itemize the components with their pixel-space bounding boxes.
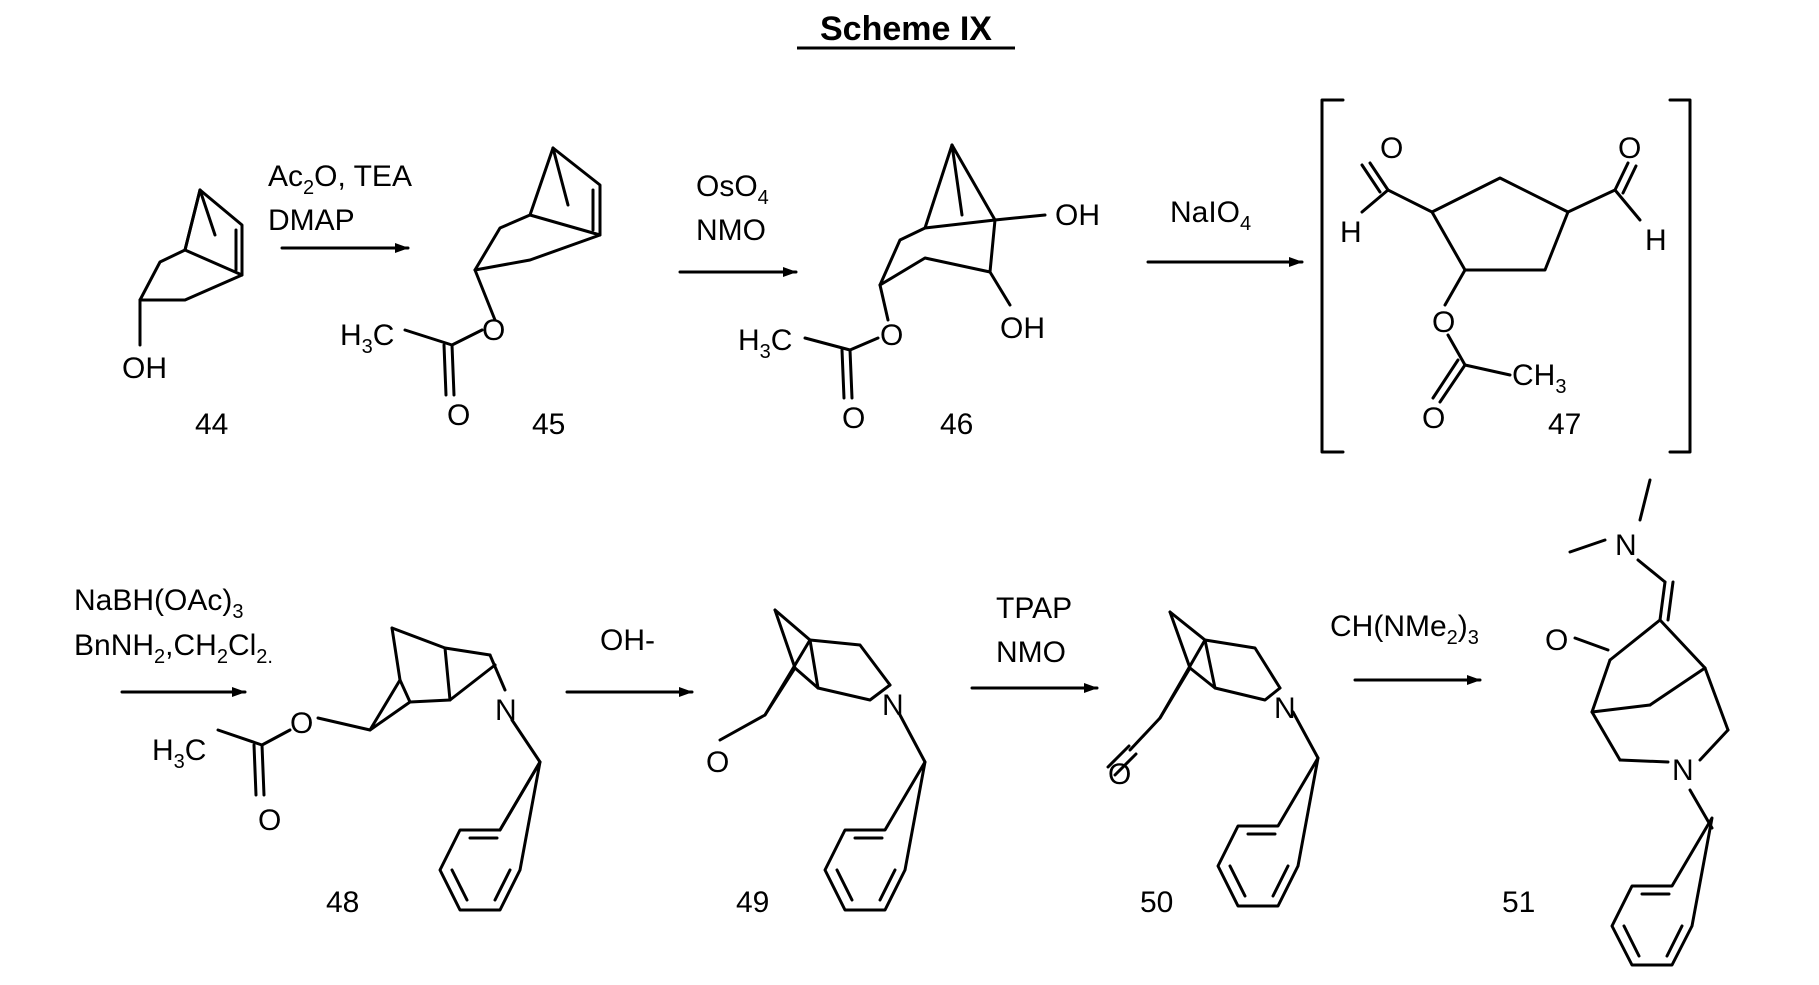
c48-o-carbonyl: O: [258, 804, 281, 837]
c48-n: N: [495, 694, 517, 727]
reagent-2-line2: NMO: [696, 214, 766, 247]
c50-n: N: [1274, 692, 1296, 725]
c46-o-carbonyl: O: [842, 402, 865, 435]
c47-h-right: H: [1645, 224, 1667, 257]
c45-o-carbonyl: O: [447, 399, 470, 432]
c47-o-right: O: [1618, 132, 1641, 165]
c47-o-carbonyl: O: [1422, 402, 1445, 435]
c46-oh-bottom: OH: [1000, 312, 1045, 345]
compound-46-structure: [805, 145, 1045, 398]
compound-label-44: 44: [195, 408, 228, 441]
c44-oh-label: OH: [122, 352, 167, 385]
c49-n: N: [882, 689, 904, 722]
reagent-4-line2: BnNH2,CH2Cl2.: [74, 629, 273, 668]
compound-45-structure: [405, 148, 600, 395]
reagent-6-line2: NMO: [996, 636, 1066, 669]
c48-o-ester: O: [290, 707, 313, 740]
compound-48-structure: [218, 628, 540, 910]
compound-51-structure: [1570, 480, 1728, 965]
c51-o: O: [1545, 624, 1568, 657]
compound-50-structure: [1108, 612, 1318, 906]
reagent-1-line1: Ac2O, TEA: [268, 160, 412, 199]
c47-o-ester: O: [1432, 306, 1455, 339]
c47-h-left: H: [1340, 216, 1362, 249]
c45-h3c: H3C: [340, 319, 394, 358]
reagent-2-line1: OsO4: [696, 170, 769, 209]
compound-label-46: 46: [940, 408, 973, 441]
compound-44-structure: [140, 190, 242, 345]
reagent-7: CH(NMe2)3: [1330, 610, 1479, 649]
reagent-5: OH-: [600, 624, 655, 657]
c47-o-left: O: [1380, 132, 1403, 165]
c50-o: O: [1108, 758, 1131, 791]
c46-oh-top: OH: [1055, 199, 1100, 232]
c51-n-ring: N: [1672, 754, 1694, 787]
c47-ch3: CH3: [1512, 359, 1566, 398]
reagent-4-line1: NaBH(OAc)3: [74, 584, 243, 623]
c49-o: O: [706, 746, 729, 779]
compound-label-49: 49: [736, 886, 769, 919]
compound-49-structure: [720, 610, 925, 910]
compound-label-50: 50: [1140, 886, 1173, 919]
c46-h3c: H3C: [738, 324, 792, 363]
scheme-title: Scheme IX: [820, 10, 992, 48]
compound-label-48: 48: [326, 886, 359, 919]
c46-o-ester: O: [880, 319, 903, 352]
c48-h3c: H3C: [152, 734, 206, 773]
reagent-3: NaIO4: [1170, 196, 1251, 235]
reagent-1-line2: DMAP: [268, 204, 355, 237]
reagent-6-line1: TPAP: [996, 592, 1072, 625]
compound-label-51: 51: [1502, 886, 1535, 919]
c51-n-top: N: [1615, 529, 1637, 562]
c45-o-ester: O: [482, 314, 505, 347]
compound-label-47: 47: [1548, 408, 1581, 441]
compound-label-45: 45: [532, 408, 565, 441]
